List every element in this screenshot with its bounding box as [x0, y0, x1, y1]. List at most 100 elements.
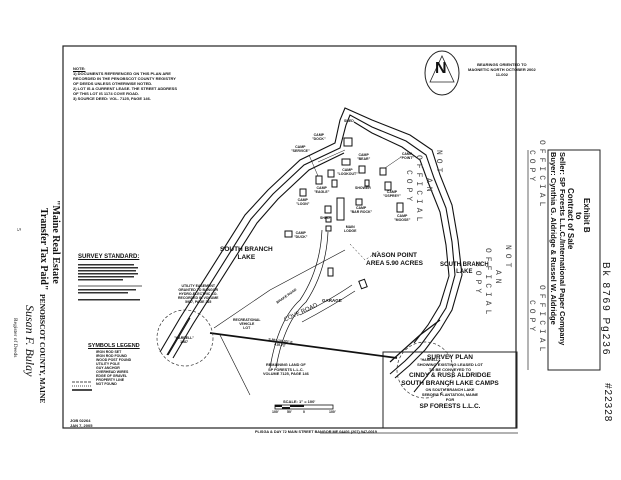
lake-label-line: LAKE — [456, 269, 473, 275]
exhibit-box — [547, 149, 601, 371]
plan-showing: SHOWING EXISTING LEASED LOT — [417, 362, 483, 367]
legend-item: GUY ANCHOR — [96, 366, 120, 370]
easement-line: UTILITY EASEMENT — [181, 284, 216, 288]
watermark-official-1: OFFICIAL — [537, 140, 546, 211]
transfer-tax-stamp-line1: "Maine Real Estate — [50, 200, 61, 284]
detail-circle-left — [156, 309, 214, 367]
job-date: JAN 7, 2005 — [70, 423, 93, 428]
camp-name: "DUCK" — [294, 235, 308, 239]
plan-client: SP FORESTS L.L.C. — [419, 403, 481, 410]
remaining-line: SP FORESTS L.L.C. — [268, 367, 304, 372]
shoreline — [159, 107, 463, 379]
legend-item: IRON ROD SET — [96, 350, 122, 354]
page-mark: 5 — [15, 228, 21, 231]
shower-label: SHOWER — [355, 186, 371, 190]
seller-line: Seller: SP Forests L.L.C./International … — [558, 152, 567, 346]
notes-block: NOTE: 1) DOCUMENTS REFERENCED ON THIS PL… — [73, 66, 177, 101]
title-block-box — [382, 351, 518, 429]
document-number: #22328 — [602, 383, 613, 423]
shed-mid-label: SHED — [320, 216, 330, 220]
lake-label-right: SOUTH BRANCH LAKE — [440, 262, 489, 276]
rv-line: RECREATIONAL — [233, 318, 261, 322]
garage-label: GARAGE — [322, 298, 342, 303]
plan-place: SEBOEIS PLANTATION, MAINE — [421, 392, 479, 397]
easement-line: GRANTED TO BANGOR — [178, 288, 219, 292]
legend-list: IRON ROD SET IRON ROD FOUND WOOD POST FO… — [96, 350, 131, 386]
camp-label: CAMP"LOON" — [296, 198, 309, 206]
property-lines — [209, 229, 441, 396]
exhibit-label: Exhibit B — [582, 198, 591, 233]
note-line: OF THIS LOT IS 1174 COVE ROAD. — [73, 91, 140, 96]
camp-label: CAMP"OSPREY" — [383, 190, 401, 198]
easement-line: 5987, PAGE 265 — [185, 300, 212, 304]
camp-name: "LOON" — [296, 202, 310, 206]
note-line: RECORDED IN THE PENOBSCOT COUNTY REGISTR… — [73, 76, 176, 81]
legend-item: EDGE OF GRAVEL — [96, 374, 128, 378]
easement-line: HYDRO-ELECTRIC CO. — [178, 292, 218, 296]
camp-name: "BEAR" — [357, 157, 371, 161]
scale-tick: 50' — [287, 410, 292, 414]
note-line: OF DEEDS UNLESS OTHERWISE NOTED. — [73, 81, 153, 86]
north-letter: N — [435, 60, 447, 77]
harrell-left-label: "HARRELL" 1987 — [174, 336, 194, 344]
watermark-copy: COPY — [404, 170, 413, 206]
nason-point-label: NASON POINT AREA 5.90 ACRES — [366, 252, 423, 268]
legend-item: WOOD POST FOUND — [96, 358, 132, 362]
lake-label-line: SOUTH BRANCH — [440, 262, 489, 268]
detail-circle-right — [396, 341, 454, 399]
buyer-line: Buyer: Cynthia G. Aldridge & Russel W. A… — [549, 152, 558, 325]
survey-standard-title: SURVEY STANDARD: — [78, 254, 140, 260]
area-name: NASON POINT — [371, 252, 418, 259]
camp-name: "LOOKOUT" — [337, 172, 358, 176]
camp-label: CAMP"BEAR" — [357, 153, 370, 161]
lodge-line: LODGE — [344, 229, 357, 233]
camp-word: CAMP — [358, 153, 369, 157]
plan-camps: SOUTH BRANCH LAKE CAMPS — [401, 380, 499, 387]
legend-item: IRON ROD FOUND — [96, 354, 127, 358]
camp-name: "BAR ROCK" — [350, 210, 373, 214]
easement-line: RECORDED IN VOLUME — [178, 296, 219, 300]
camp-name: "POINT" — [400, 156, 415, 160]
register-signature: Susan F. Bulay — [23, 305, 37, 377]
watermark-copy-3: COPY — [473, 262, 482, 298]
scale-tick: 100' — [329, 410, 336, 414]
camp-label: CAMP"DOCK" — [312, 133, 326, 141]
camp-label: CAMP"LOOKOUT" — [337, 168, 358, 176]
camp-word: CAMP — [297, 198, 308, 202]
bearing-note: BEARINGS ORIENTED TO MAGNETIC NORTH OCTO… — [468, 62, 536, 77]
watermark-copy-2: COPY — [527, 300, 536, 336]
rv-line: LOT — [243, 326, 251, 330]
title-block: SURVEY PLAN SHOWING EXISTING LEASED LOT … — [384, 354, 516, 411]
camp-word: CAMP — [401, 152, 413, 156]
watermark-an-2: AN — [493, 270, 502, 288]
remaining-line: VOLUME 7125, PAGE 146 — [263, 372, 309, 376]
camp-word: CAMP — [355, 206, 367, 210]
watermark-an: AN — [424, 178, 433, 196]
buildings — [284, 137, 404, 290]
watermark-copy-1: COPY — [527, 150, 536, 186]
watermark-official-2: OFFICIAL — [537, 285, 546, 356]
watermark-official: OFFICIAL — [414, 155, 423, 226]
shed-top-label: SHED — [344, 119, 354, 123]
plan-conveyed: TO BE CONVEYED TO — [428, 367, 472, 372]
camp-name: "SERVICE" — [291, 149, 310, 153]
camp-label: CAMP"POINT" — [400, 152, 414, 160]
county-stamp: PENOBSCOT COUNTY, MAINE — [38, 294, 47, 404]
register-title: Register of Deeds — [12, 318, 18, 358]
legend-item: OVERHEAD WIRES — [96, 370, 129, 374]
scale-tick: 100' — [272, 410, 279, 414]
camp-word: CAMP — [313, 133, 324, 137]
north-arrow-icon — [424, 50, 460, 96]
rv-lot-label: RECREATIONAL VEHICLE LOT — [233, 318, 261, 330]
camp-name: "DOCK" — [312, 137, 326, 141]
legend-item: NOT FOUND — [96, 382, 117, 386]
camp-label: CAMP"MOOSE" — [394, 214, 410, 222]
scale-tick: 0 — [303, 410, 305, 414]
camp-label: CAMP"BAR ROCK" — [350, 206, 372, 214]
plan-type: SURVEY PLAN — [427, 354, 473, 361]
camp-name: "MOOSE" — [394, 218, 411, 222]
lodge-line: MAIN — [345, 225, 355, 229]
transfer-tax-stamp-line2: Transfer Tax Paid" — [38, 208, 49, 291]
contract-label: Contract of Sale — [566, 188, 575, 250]
